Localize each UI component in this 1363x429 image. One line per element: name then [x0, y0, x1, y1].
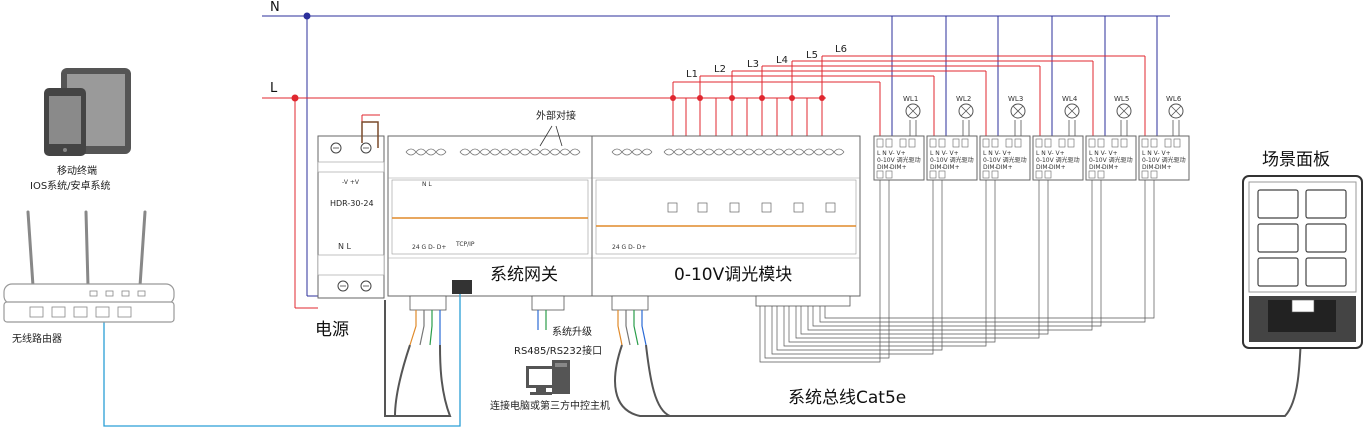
driver-dim-plus: DIM+	[1102, 164, 1119, 171]
driver-dim-plus: DIM+	[996, 164, 1013, 171]
driver-dim-plus: DIM+	[1155, 164, 1172, 171]
lamp-label-wl1: WL1	[903, 95, 919, 103]
driver-terminal-labels: L N V- V+	[930, 150, 959, 157]
upgrade-label: 系统升级	[552, 327, 592, 338]
lamp-label-wl3: WL3	[1008, 95, 1024, 103]
scene-panel-label: 场景面板	[1262, 150, 1330, 170]
psu-input-label: N L	[338, 242, 351, 251]
neutral-label: N	[270, 0, 280, 15]
phase-label-l6: L6	[835, 44, 847, 55]
driver-title: 0-10V 调光驱动	[1089, 157, 1133, 164]
driver-terminal-labels: L N V- V+	[1142, 150, 1171, 157]
gateway-label: 系统网关	[490, 265, 558, 285]
rs-port-label: RS485/RS232接口	[514, 346, 603, 357]
phase-label-l3: L3	[747, 59, 759, 70]
driver-terminal-labels: L N V- V+	[1036, 150, 1065, 157]
driver-title: 0-10V 调光驱动	[877, 157, 921, 164]
psu-model: HDR-30-24	[330, 199, 374, 208]
driver-dim-minus: DIM-	[877, 164, 891, 171]
driver-dim-minus: DIM-	[983, 164, 997, 171]
psu-label: 电源	[315, 320, 349, 340]
driver-title: 0-10V 调光驱动	[1036, 157, 1080, 164]
dimmer-label: 0-10V调光模块	[674, 265, 793, 285]
live-label: L	[270, 81, 278, 96]
driver-dim-minus: DIM-	[930, 164, 944, 171]
psu-output-label: -V +V	[342, 179, 359, 186]
router-label: 无线路由器	[12, 334, 62, 345]
driver-dim-plus: DIM+	[943, 164, 960, 171]
driver-dim-minus: DIM-	[1089, 164, 1103, 171]
driver-title: 0-10V 调光驱动	[930, 157, 974, 164]
driver-title: 0-10V 调光驱动	[983, 157, 1027, 164]
gateway-tcp-label: TCP/IP	[456, 241, 475, 248]
gateway-nl-label: N L	[422, 181, 432, 188]
driver-terminal-labels: L N V- V+	[983, 150, 1012, 157]
external-terminal-label: 外部对接	[536, 111, 576, 122]
phase-label-l5: L5	[806, 50, 818, 61]
driver-terminal-labels: L N V- V+	[1089, 150, 1118, 157]
lamp-label-wl6: WL6	[1166, 95, 1182, 103]
gateway-bus-terminals: 24 G D- D+	[412, 244, 447, 251]
driver-dim-minus: DIM-	[1036, 164, 1050, 171]
neutral-line	[262, 15, 1170, 297]
driver-terminal-labels: L N V- V+	[877, 150, 906, 157]
driver-title: 0-10V 调光驱动	[1142, 157, 1186, 164]
phase-label-l2: L2	[714, 64, 726, 75]
phase-label-l1: L1	[686, 69, 698, 80]
bus-label: 系统总线Cat5e	[788, 388, 907, 408]
lamp-label-wl5: WL5	[1114, 95, 1130, 103]
driver-dim-plus: DIM+	[1049, 164, 1066, 171]
dimmer-bus-terminals: 24 G D- D+	[612, 244, 647, 251]
driver-dim-minus: DIM-	[1142, 164, 1156, 171]
lamp-label-wl4: WL4	[1062, 95, 1078, 103]
mobile-label-line2: IOS系统/安卓系统	[30, 181, 111, 192]
phase-label-l4: L4	[776, 55, 788, 66]
driver-dim-plus: DIM+	[890, 164, 907, 171]
pc-caption: 连接电脑或第三方中控主机	[490, 401, 610, 412]
mobile-label-line1: 移动终端	[57, 166, 97, 177]
lamp-label-wl2: WL2	[956, 95, 972, 103]
